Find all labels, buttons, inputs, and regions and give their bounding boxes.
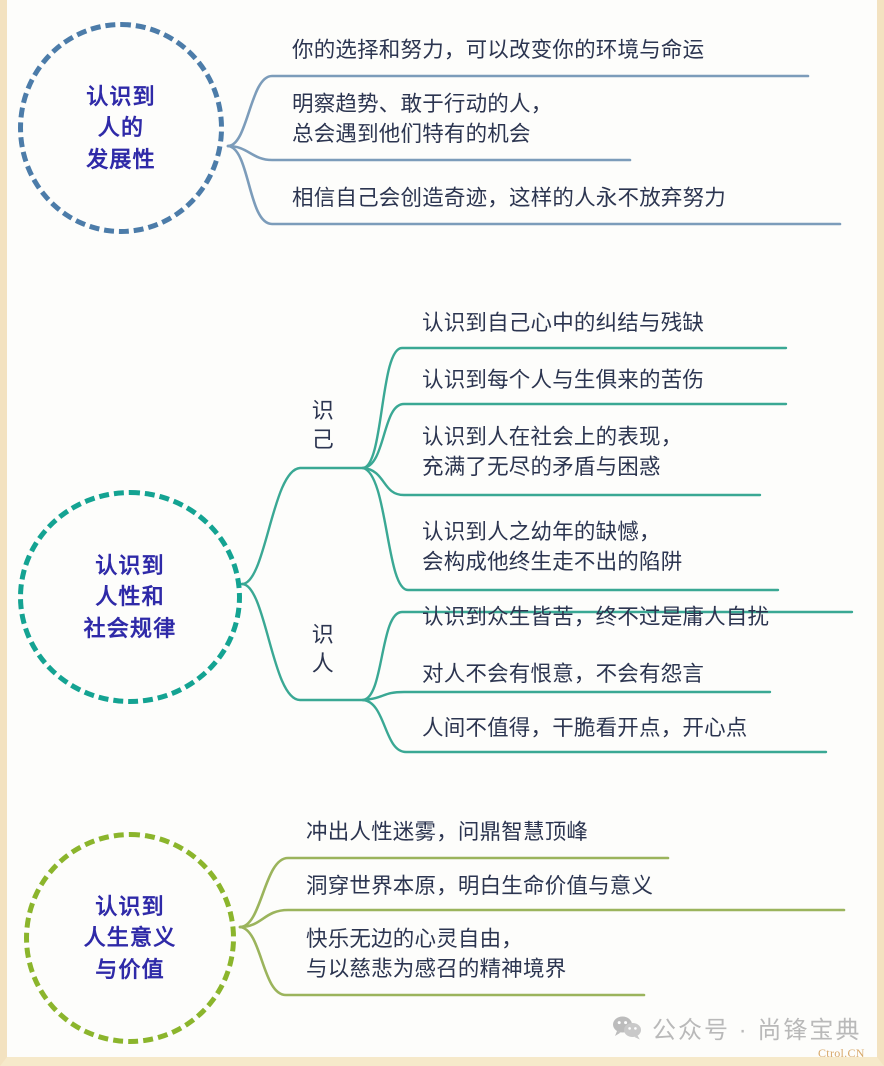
- sub-node-know-self[interactable]: 识 己: [311, 398, 335, 453]
- branch-lines-development: [226, 74, 842, 226]
- leaf-other-2[interactable]: 对人不会有恨意，不会有怨言: [422, 662, 705, 686]
- node-human-nature-line-1: 认识到: [95, 553, 165, 579]
- node-development-line-2: 人的: [97, 115, 145, 141]
- node-human-nature-line-2: 人性和: [95, 584, 165, 610]
- leaf-mean-2[interactable]: 洞穿世界本原，明白生命价值与意义: [306, 874, 654, 898]
- node-development[interactable]: 认识到 人的 发展性: [18, 22, 224, 234]
- leaf-dev-3[interactable]: 相信自己会创造奇迹，这样的人永不放弃努力: [292, 186, 727, 210]
- branch-lines-life-meaning: [238, 856, 846, 997]
- node-human-nature-line-3: 社会规律: [83, 615, 177, 641]
- node-development-line-3: 发展性: [86, 146, 156, 172]
- leaf-mean-3[interactable]: 快乐无边的心灵自由， 与以慈悲为感召的精神境界: [306, 927, 567, 981]
- leaf-mean-1[interactable]: 冲出人性迷雾，问鼎智慧顶峰: [306, 820, 589, 844]
- node-development-line-1: 认识到: [86, 84, 156, 110]
- leaf-self-1[interactable]: 认识到自己心中的纠结与残缺: [422, 311, 705, 335]
- watermark-text: 公众号 · 尚锋宝典: [652, 1017, 862, 1044]
- leaf-dev-2[interactable]: 明察趋势、敢于行动的人， 总会遇到他们特有的机会: [292, 92, 553, 146]
- leaf-self-2[interactable]: 认识到每个人与生俱来的苦伤: [422, 368, 705, 392]
- leaf-dev-1[interactable]: 你的选择和努力，可以改变你的环境与命运: [292, 38, 705, 62]
- sub-node-know-others[interactable]: 识 人: [311, 622, 335, 677]
- branch-lines-human-nature: [240, 346, 854, 754]
- node-life-meaning-line-2: 人生意义: [83, 925, 177, 951]
- leaf-other-3[interactable]: 人间不值得，干脆看开点，开心点: [422, 716, 748, 740]
- watermark: 公众号 · 尚锋宝典: [612, 1010, 861, 1045]
- node-life-meaning-line-1: 认识到: [95, 894, 165, 920]
- leaf-self-3[interactable]: 认识到人在社会上的表现， 充满了无尽的矛盾与困惑: [422, 425, 683, 479]
- node-life-meaning-line-3: 与价值: [95, 956, 165, 982]
- node-human-nature[interactable]: 认识到 人性和 社会规律: [18, 490, 242, 704]
- wechat-icon: [613, 1016, 641, 1039]
- leaf-other-1[interactable]: 认识到众生皆苦，终不过是庸人自扰: [422, 605, 770, 629]
- node-life-meaning[interactable]: 认识到 人生意义 与价值: [24, 832, 236, 1044]
- ctrol-label: Ctrol.CN: [818, 1046, 865, 1060]
- leaf-self-4[interactable]: 认识到人之幼年的缺憾， 会构成他终生走不出的陷阱: [422, 520, 683, 574]
